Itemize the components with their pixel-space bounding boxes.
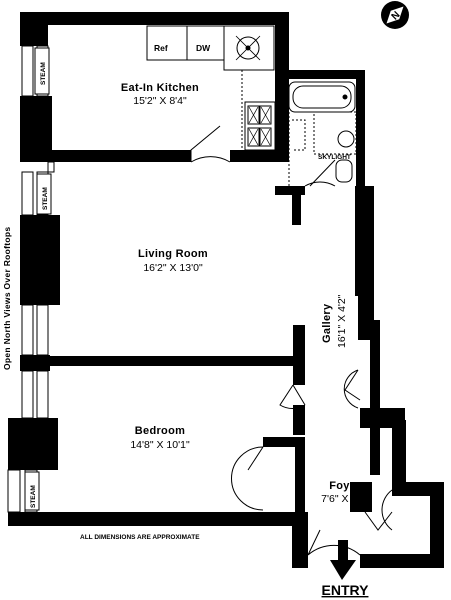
skylight-label: SKYLIGHT bbox=[318, 154, 351, 161]
bathroom bbox=[288, 81, 357, 187]
entry-label: ENTRY bbox=[322, 582, 370, 598]
toilet bbox=[335, 159, 353, 183]
bedroom-dims: 14'8" X 10'1" bbox=[130, 439, 190, 451]
compass-icon: N bbox=[381, 1, 409, 29]
living-name: Living Room bbox=[138, 248, 208, 260]
kitchen-name: Eat-In Kitchen bbox=[121, 82, 199, 94]
kitchen-door bbox=[190, 125, 231, 163]
ref-label: Ref bbox=[154, 43, 168, 53]
sink bbox=[223, 25, 275, 71]
bathroom-sink bbox=[337, 130, 355, 148]
steam-label-kitchen: STEAM bbox=[40, 62, 47, 85]
steam-radiators: STEAM STEAM STEAM bbox=[24, 47, 52, 511]
gallery-name: Gallery bbox=[321, 303, 333, 343]
side-note: Open North Views Over Rooftops bbox=[2, 227, 12, 370]
radiator-living bbox=[36, 173, 52, 215]
walls bbox=[8, 12, 444, 568]
interior-doors bbox=[231, 369, 393, 556]
room-labels: Eat-In Kitchen 15'2" X 8'4" Living Room … bbox=[121, 82, 369, 505]
gallery-dims: 16'1" X 4'2" bbox=[336, 294, 348, 348]
radiator-bedroom bbox=[24, 471, 40, 511]
kitchen-dims: 15'2" X 8'4" bbox=[133, 95, 187, 107]
bedroom-name: Bedroom bbox=[135, 425, 185, 437]
steam-label-living: STEAM bbox=[42, 187, 49, 210]
skylight bbox=[313, 111, 357, 155]
entry-arrow bbox=[330, 540, 356, 580]
living-dims: 16'2" X 13'0" bbox=[143, 262, 203, 274]
disclaimer: ALL DIMENSIONS ARE APPROXIMATE bbox=[80, 534, 200, 541]
stove bbox=[244, 101, 276, 151]
dw-label: DW bbox=[196, 43, 211, 53]
kitchen-fixtures bbox=[146, 25, 276, 151]
radiator-kitchen bbox=[34, 47, 50, 95]
foyer-dims: 7'6" X 5'1" bbox=[321, 493, 369, 505]
foyer-name: Foyer bbox=[329, 480, 361, 492]
steam-label-bedroom: STEAM bbox=[30, 485, 37, 508]
